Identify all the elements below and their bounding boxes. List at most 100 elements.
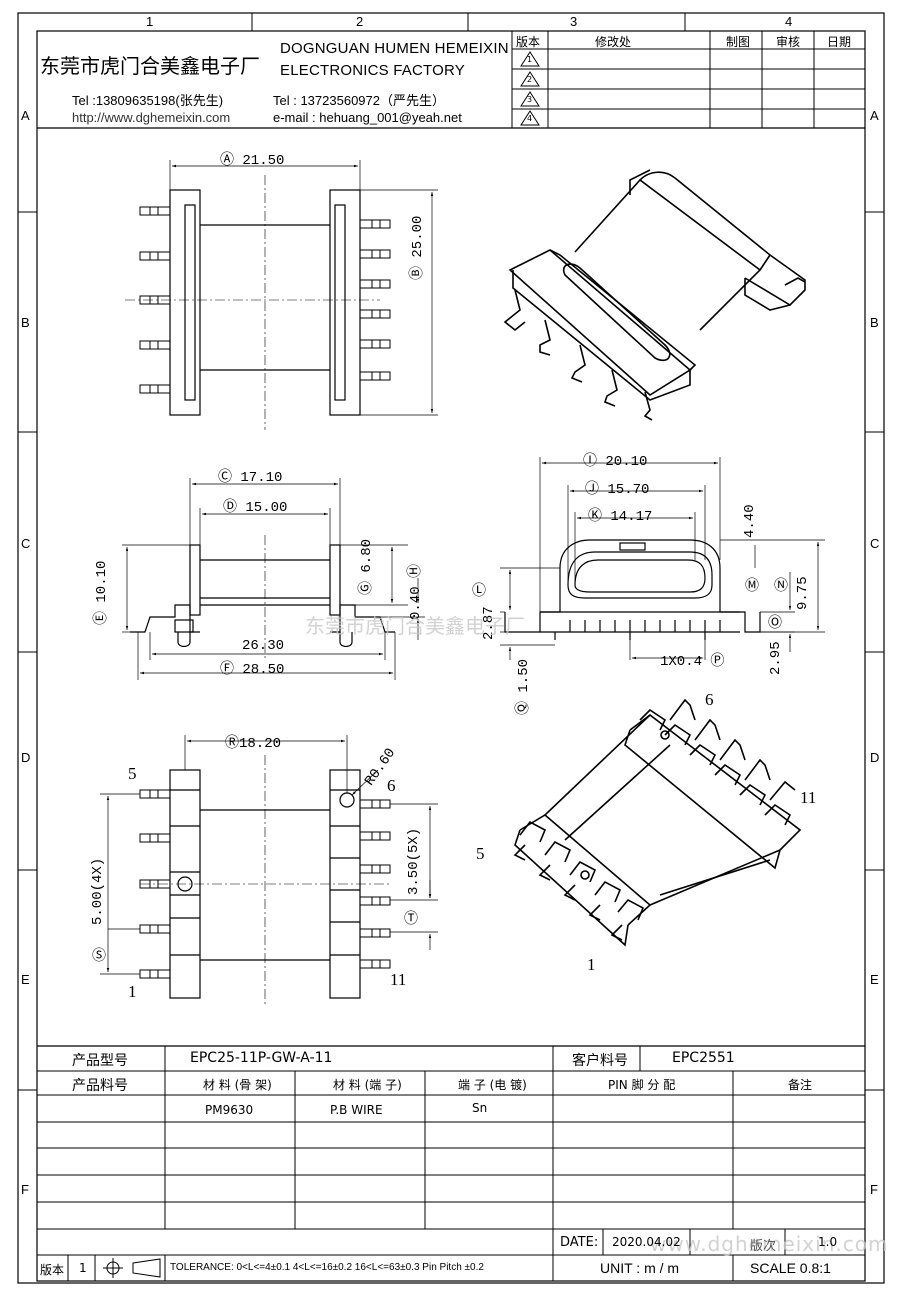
mat-pin-value: P.B WIRE xyxy=(330,1103,383,1117)
company-name-en-2: ELECTRONICS FACTORY xyxy=(280,62,465,79)
dim-o-circle: Ⓞ xyxy=(768,616,782,632)
top-view xyxy=(125,160,438,430)
mat-pin-label: 材 料 (端 子) xyxy=(333,1078,402,1092)
rev-row-1: 1 xyxy=(527,55,533,64)
zone-col-3: 3 xyxy=(570,14,578,29)
dim-c-label: Ⓒ 17.10 xyxy=(218,470,283,486)
dim-b-label: Ⓑ 25.00 xyxy=(410,215,426,280)
edition-value: 1 xyxy=(79,1261,87,1275)
dim-f-label: Ⓕ 28.50 xyxy=(220,662,285,678)
watermark-company: 东莞市虎门合美鑫电子厂 xyxy=(305,614,525,638)
dim-e-label: Ⓔ 10.10 xyxy=(94,560,110,625)
dim-g-value: 6.80 xyxy=(359,538,375,573)
contact-phone-1: Tel :13809635198(张先生) xyxy=(72,93,224,108)
company-name-en-1: DOGNGUAN HUMEN HEMEIXIN xyxy=(280,40,509,57)
dim-t-circle: Ⓣ xyxy=(404,912,418,928)
zone-row-c: C xyxy=(21,536,31,551)
watermark-url: www.dghemeixin.com xyxy=(650,1232,889,1256)
rev-row-2: 2 xyxy=(527,75,533,84)
dim-c-value: 17.10 xyxy=(240,470,283,486)
customer-no-value: EPC2551 xyxy=(672,1050,735,1066)
dim-k-value: 14.17 xyxy=(610,509,653,525)
dim-p-label: 1X0.4 Ⓟ xyxy=(660,654,725,670)
product-model-label: 产品型号 xyxy=(72,1053,128,1069)
date-label: DATE: xyxy=(560,1235,599,1250)
dim-j-label: Ⓙ 15.70 xyxy=(585,482,650,498)
company-name-cn: 东莞市虎门合美鑫电子厂 xyxy=(40,54,260,78)
date-value: 2020.04.02 xyxy=(612,1235,681,1249)
pin-label-1: 1 xyxy=(128,982,137,1001)
dim-m-value: 4.40 xyxy=(742,504,758,538)
edition-label: 版本 xyxy=(40,1263,65,1277)
remarks-label: 备注 xyxy=(788,1078,813,1092)
dim-i-value: 20.10 xyxy=(605,454,648,470)
dim-p-value: 1X0.4 xyxy=(660,654,703,670)
rev-header-checked: 审核 xyxy=(776,35,801,49)
customer-no-label: 客户料号 xyxy=(572,1053,628,1069)
dim-d-value: 15.00 xyxy=(245,500,288,516)
pin-label-6: 6 xyxy=(387,776,396,795)
dim-r-label: Ⓡ18.20 xyxy=(225,736,282,752)
dim-k-label: Ⓚ 14.17 xyxy=(588,509,653,525)
dim-f-value: 28.50 xyxy=(242,662,285,678)
bottom-view xyxy=(100,735,438,1005)
zone-row-d: D xyxy=(21,750,31,765)
version-value: 1.0 xyxy=(818,1235,838,1249)
front-view xyxy=(122,478,425,680)
company-website: http://www.dghemeixin.com xyxy=(72,110,231,125)
zone-row-f: F xyxy=(21,1182,29,1197)
zone-row-c-right: C xyxy=(870,536,880,551)
dim-r-value: 18.20 xyxy=(239,736,282,752)
dim-t-value: 3.50(5X) xyxy=(406,827,422,895)
contact-phone-2: Tel : 13723560972（严先生） xyxy=(273,93,445,108)
dim-a-label: Ⓐ 21.50 xyxy=(220,153,285,169)
dim-n-circle: Ⓝ xyxy=(774,579,788,595)
side-view xyxy=(500,457,825,660)
tolerance-text: TOLERANCE: 0<L<=4±0.1 4<L<=16±0.2 16<L<=… xyxy=(170,1262,484,1273)
dim-a-value: 21.50 xyxy=(242,153,285,169)
dim-s-value: 5.00(4X) xyxy=(90,857,106,925)
mat-frame-value: PM9630 xyxy=(205,1103,254,1117)
zone-row-f-right: F xyxy=(870,1182,878,1197)
isometric-view-top xyxy=(503,169,806,421)
mat-frame-label: 材 料 (骨 架) xyxy=(203,1078,272,1092)
dim-m-circle: Ⓜ xyxy=(745,579,759,595)
dim-b-value: 25.00 xyxy=(410,215,426,258)
dim-l-circle: Ⓛ xyxy=(472,584,486,600)
dim-d-label: Ⓓ 15.00 xyxy=(223,500,288,516)
zone-row-b: B xyxy=(21,315,30,330)
dim-span-value: 26.30 xyxy=(242,638,285,654)
rev-row-3: 3 xyxy=(527,95,533,104)
dim-q-value: 1.50 xyxy=(516,658,532,693)
zone-row-a: A xyxy=(21,108,30,123)
zone-row-a-right: A xyxy=(870,108,879,123)
pin-label-5: 5 xyxy=(128,764,137,783)
unit-text: UNIT : m / m xyxy=(600,1260,680,1276)
plating-value: Sn xyxy=(472,1101,488,1115)
zone-row-b-right: B xyxy=(870,315,879,330)
dim-q-label: Ⓠ 1.50 xyxy=(516,658,532,715)
version-label: 版次 xyxy=(750,1239,777,1254)
rev-header-date: 日期 xyxy=(827,35,852,49)
iso-pin-label-11: 11 xyxy=(800,788,817,807)
dim-e-value: 10.10 xyxy=(94,560,110,603)
dim-n-value: 9.75 xyxy=(795,576,811,610)
zone-row-d-right: D xyxy=(870,750,880,765)
contact-email: e-mail : hehuang_001@yeah.net xyxy=(273,110,462,125)
pin-assign-label: PIN 脚 分 配 xyxy=(608,1078,676,1092)
iso-pin-label-6: 6 xyxy=(705,690,714,709)
terminal-plating-label: 端 子 (电 镀) xyxy=(458,1078,527,1092)
isometric-view-bottom xyxy=(513,698,802,947)
dim-g-label: Ⓖ 6.80 xyxy=(359,538,375,595)
iso-pin-label-1: 1 xyxy=(587,955,596,974)
iso-pin-label-5: 5 xyxy=(476,844,485,863)
dim-j-value: 15.70 xyxy=(607,482,650,498)
zone-col-4: 4 xyxy=(785,14,793,29)
rev-row-4: 4 xyxy=(527,114,533,123)
rev-header-change: 修改处 xyxy=(595,35,632,49)
zone-col-2: 2 xyxy=(356,14,364,29)
zone-row-e-right: E xyxy=(870,972,879,987)
zone-row-e: E xyxy=(21,972,30,987)
